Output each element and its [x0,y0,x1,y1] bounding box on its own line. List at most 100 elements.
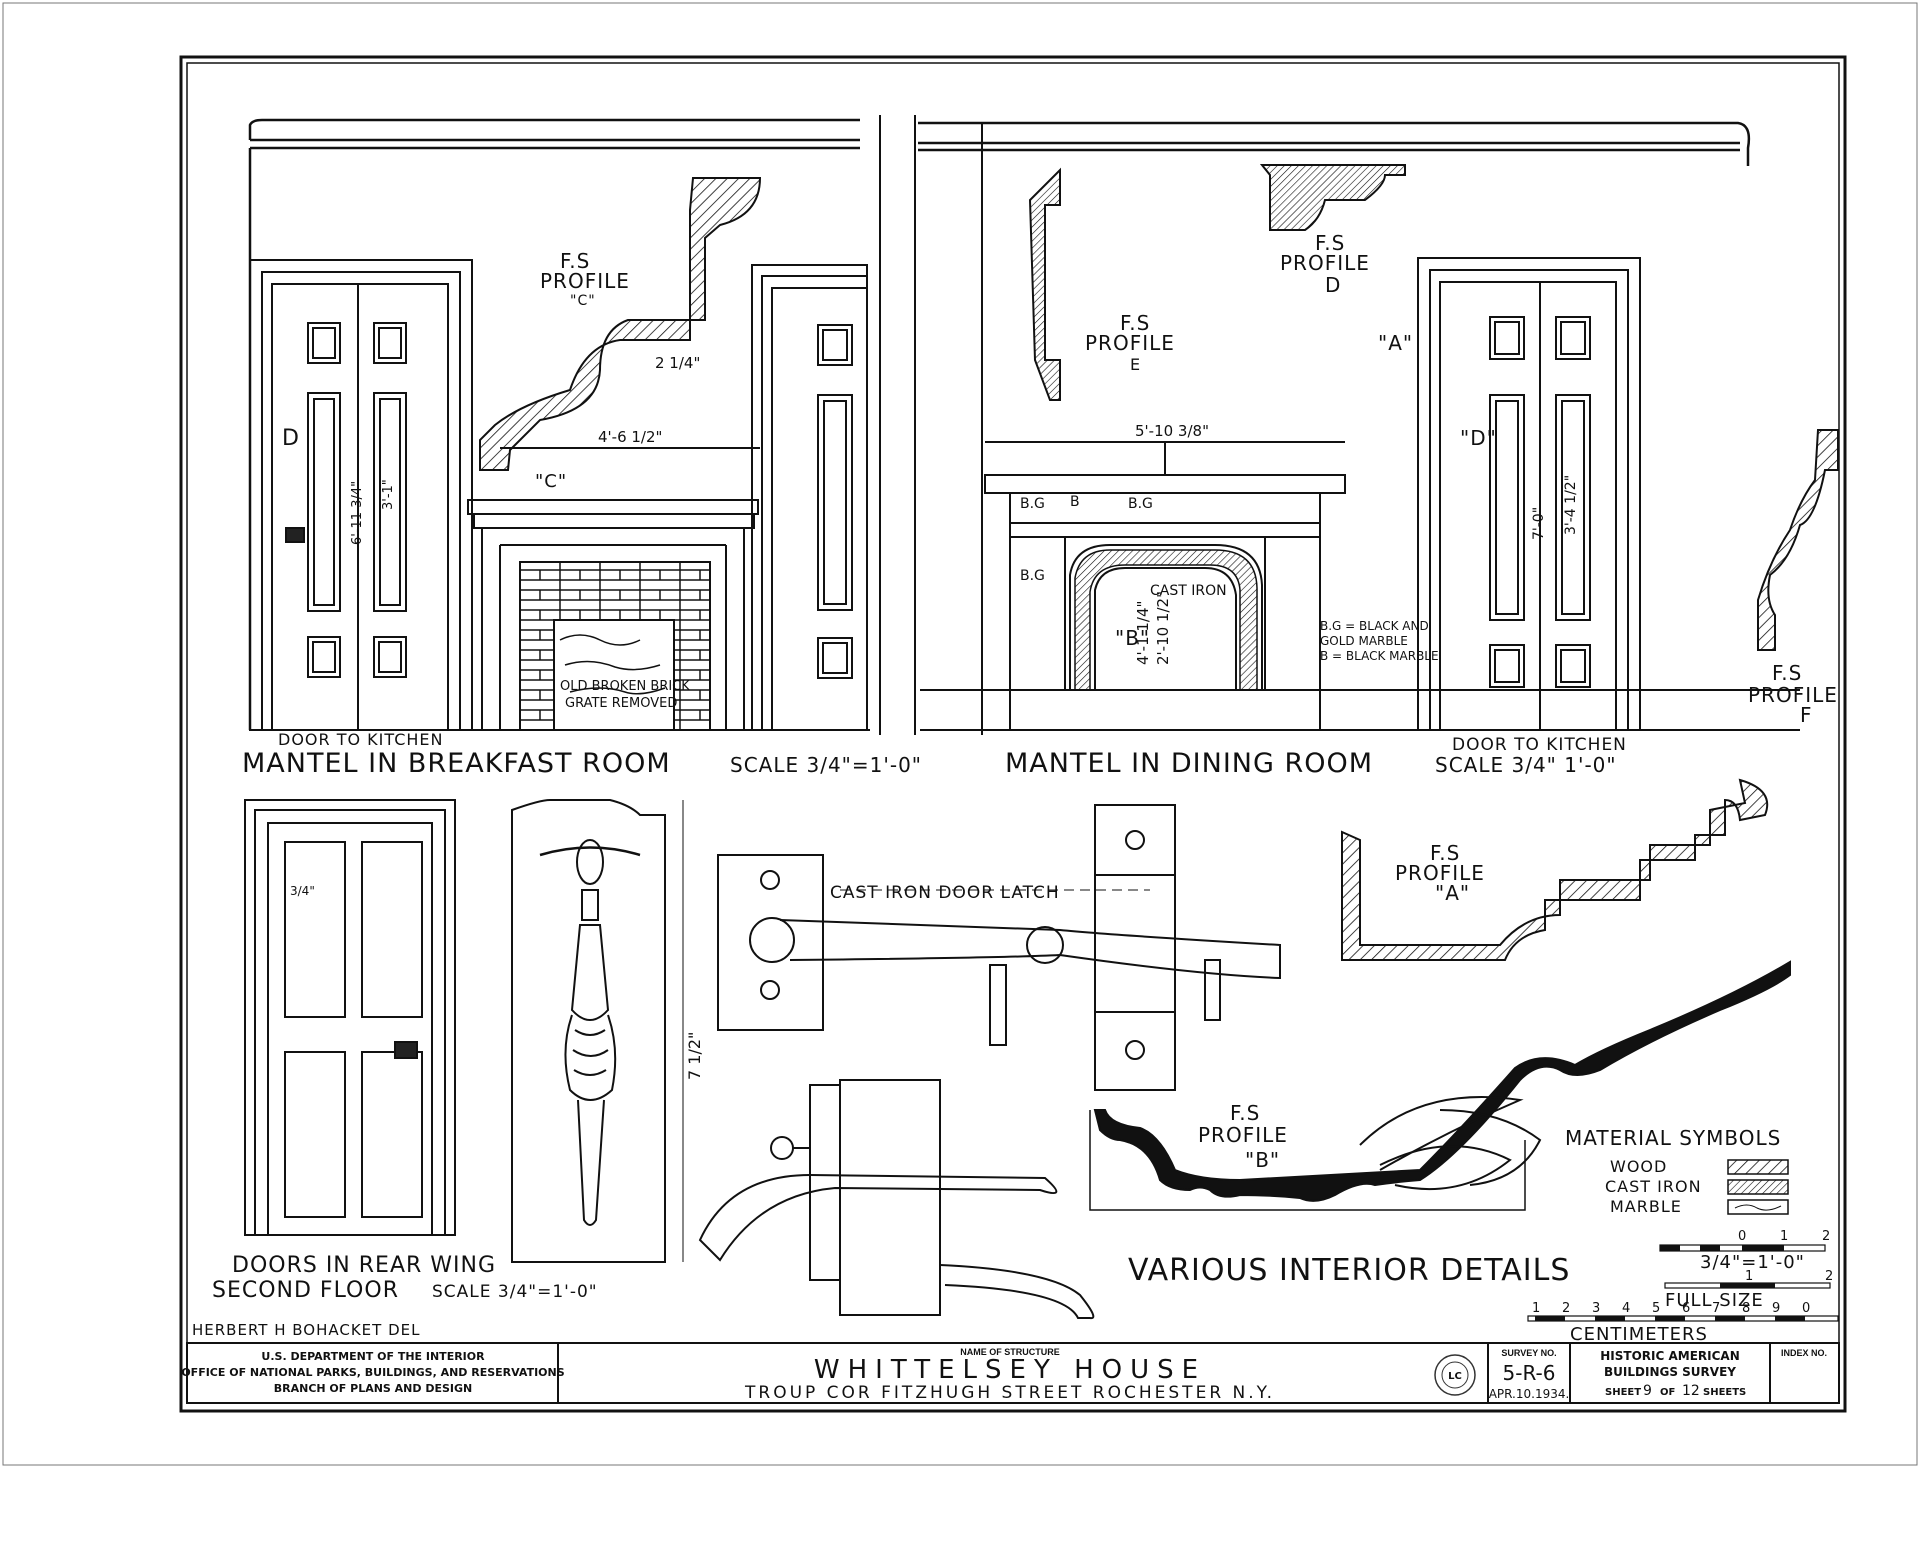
cm-tick-label: 2 [1562,1301,1570,1316]
breakfast-d-tag: D [282,426,300,451]
profile-c-section [479,177,762,471]
survey-date: APR.10.1934. [1489,1387,1570,1401]
svg-text:B: B [1070,494,1080,510]
material-symbols-title: MATERIAL SYMBOLS [1565,1126,1781,1150]
dining-mantel-title: MANTEL IN DINING ROOM [1005,748,1373,779]
structure-address: TROUP COR FITZHUGH STREET ROCHESTER N.Y. [744,1383,1275,1403]
svg-text:PROFILE: PROFILE [1280,251,1370,275]
cm-tick-label: 5 [1652,1301,1660,1316]
breakfast-door-height-dim: 6'-11 3/4" [350,481,365,545]
cm-tick-label: 4 [1622,1301,1630,1316]
material-symbols: WOOD CAST IRON MARBLE [1605,1157,1701,1216]
svg-text:F.S: F.S [1430,841,1460,865]
survey-number: 5-R-6 [1503,1361,1556,1385]
breakfast-c-tag: "C" [535,471,567,492]
kitchen-door-label: DOOR TO KITCHEN [1452,735,1627,755]
kitchen-door [1417,257,1641,731]
scale-bar-3-4-labels: 0 1 2 [1738,1229,1830,1244]
cornice-right [918,121,1751,166]
svg-text:D: D [1325,273,1341,297]
scale-bar-full-caption: FULL SIZE [1665,1290,1764,1311]
profile-e-section [1028,167,1061,401]
svg-text:HISTORIC AMERICAN: HISTORIC AMERICAN [1600,1349,1740,1363]
cast-iron-latch [717,804,1281,1091]
svg-text:OLD BROKEN BRICK: OLD BROKEN BRICK [560,679,690,694]
dining-mantel-tags: B.G B B.G B.G CAST IRON [1020,494,1227,599]
svg-text:12: 12 [1682,1383,1700,1399]
profile-b-leaf [1359,1096,1542,1191]
rear-wing-line2: SECOND FLOOR [212,1278,399,1303]
breakfast-firebox [553,619,675,731]
svg-text:F.S: F.S [560,249,590,273]
material-marble-vein [1734,1204,1782,1211]
svg-text:BRANCH OF PLANS AND DESIGN: BRANCH OF PLANS AND DESIGN [274,1382,473,1395]
svg-text:PROFILE: PROFILE [1085,331,1175,355]
material-wood-label: WOOD [1610,1157,1667,1176]
material-cast-iron-swatch [1727,1179,1789,1195]
svg-text:PROFILE: PROFILE [1748,683,1838,707]
latch-handle-plate [511,799,666,1263]
svg-text:"A": "A" [1435,881,1470,905]
scale-bar-cm-caption: CENTIMETERS [1570,1324,1708,1345]
sheet-border-outer [179,55,1847,1413]
latch-label: CAST IRON DOOR LATCH [830,883,1060,903]
cm-tick-segment [1535,1316,1565,1321]
sheet-count: SHEET 9 OF 12 SHEETS [1605,1383,1746,1399]
cm-tick-label: 7 [1712,1301,1720,1316]
delineator: HERBERT H BOHACKET DEL [192,1321,420,1339]
svg-text:GRATE REMOVED: GRATE REMOVED [565,696,677,711]
dining-opening-dim: 2'-10 1/2" [1154,591,1172,665]
kitchen-d-tag: "D" [1460,426,1497,450]
svg-text:CAST IRON: CAST IRON [1150,583,1227,599]
profile-b-label: F.S PROFILE "B" [1198,1101,1287,1172]
various-details-title: VARIOUS INTERIOR DETAILS [1128,1253,1570,1288]
kitchen-a-tag: "A" [1378,331,1413,355]
profile-f-section [1757,429,1839,651]
dining-cast-iron-arch [1074,549,1258,691]
habs-block: HISTORIC AMERICAN BUILDINGS SURVEY [1600,1349,1740,1379]
profile-d-section [1259,164,1406,231]
structure-caption: NAME OF STRUCTURE [960,1347,1060,1357]
svg-text:B.G = BLACK AND: B.G = BLACK AND [1320,619,1429,633]
scale-bar-full-labels: 1 2 [1745,1269,1833,1284]
svg-text:B.G: B.G [1128,496,1153,512]
rear-wing-dim: 3/4" [290,884,315,898]
dining-width-dim: 5'-10 3/8" [1135,422,1209,440]
svg-text:BUILDINGS SURVEY: BUILDINGS SURVEY [1604,1365,1736,1379]
svg-text:OF: OF [1660,1387,1675,1398]
scale-bar-3-4 [1659,1244,1826,1252]
svg-text:"B": "B" [1245,1148,1280,1172]
cm-tick-label: 0 [1802,1301,1810,1316]
cm-tick-label: 1 [1532,1301,1540,1316]
svg-text:2: 2 [1822,1229,1830,1244]
cm-tick-label: 6 [1682,1301,1690,1316]
kitchen-panel-dim: 3'-4 1/2" [1563,475,1579,535]
svg-text:0: 0 [1738,1229,1746,1244]
lc-stamp: LC [1434,1354,1476,1396]
index-label: INDEX NO. [1781,1348,1827,1358]
cm-tick-label: 9 [1772,1301,1780,1316]
breakfast-right-door [751,264,868,731]
svg-text:LC: LC [1448,1371,1462,1382]
breakfast-mantel-title: MANTEL IN BREAKFAST ROOM [242,748,671,779]
breakfast-door [249,259,473,731]
dining-b-quote: "B" [1115,626,1150,650]
svg-text:PROFILE: PROFILE [540,269,630,293]
svg-text:1: 1 [1745,1269,1753,1284]
svg-text:B.G: B.G [1020,496,1045,512]
cm-tick-label: 3 [1592,1301,1600,1316]
scale-bar-3-4-caption: 3/4"=1'-0" [1700,1252,1805,1273]
profile-c-dim: 2 1/4" [655,354,700,372]
break-lines [879,115,983,735]
latch-side-view [698,1079,1095,1320]
title-block-frame [186,1342,1840,1404]
cm-tick-segment [1595,1316,1625,1321]
dining-mantel [984,441,1346,731]
cm-tick-segment [1715,1316,1745,1321]
svg-text:F.S: F.S [1315,231,1345,255]
structure-name: WHITTELSEY HOUSE [814,1355,1206,1385]
kitchen-door-scale: SCALE 3/4" 1'-0" [1435,753,1617,777]
material-wood-swatch [1727,1159,1789,1175]
